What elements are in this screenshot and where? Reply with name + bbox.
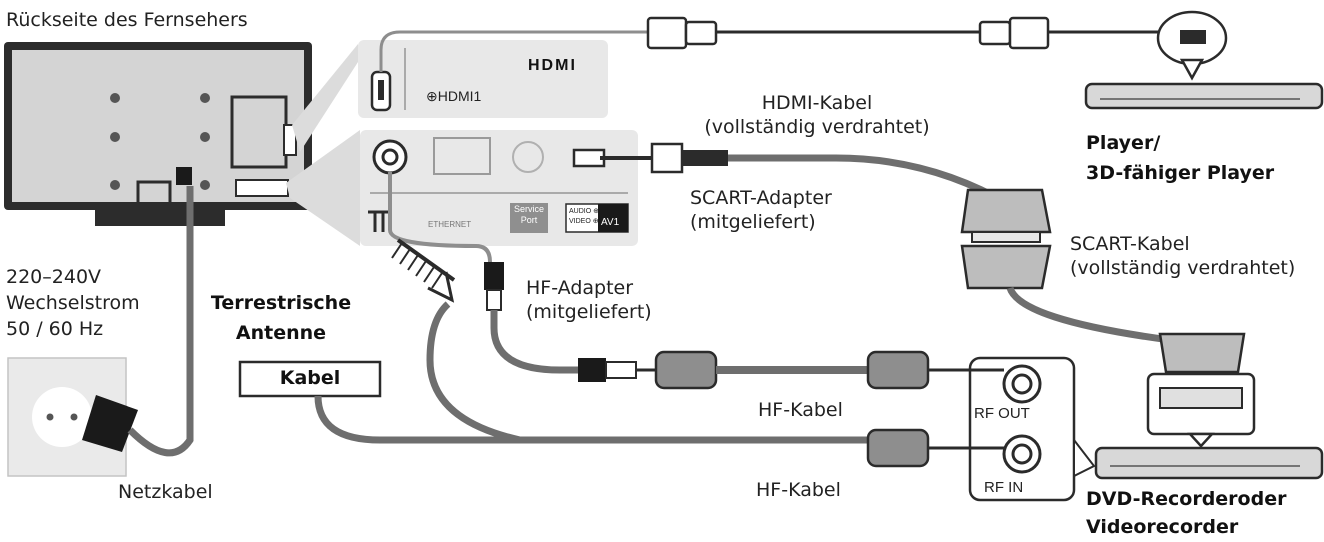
av1-io-label: AUDIO ⊕VIDEO ⊕ xyxy=(569,208,599,225)
tv-back xyxy=(4,42,312,226)
ethernet-label: ETHERNET xyxy=(428,220,472,229)
recorder-device xyxy=(1094,372,1324,480)
rf-in-terminal xyxy=(1002,434,1042,474)
rf-out-terminal xyxy=(1002,364,1042,404)
hdmi1-label: ⊕HDMI1 xyxy=(426,88,482,104)
rf-out-label: RF OUT xyxy=(974,405,1030,422)
av1-label: AV1 xyxy=(601,217,620,228)
service-port xyxy=(512,141,544,173)
player-label: Player/3D-fähiger Player xyxy=(1086,132,1275,184)
hf-cable-top xyxy=(388,172,1004,390)
hf-cable-bottom-label: HF-Kabel xyxy=(756,479,841,501)
hf-cable-bottom xyxy=(238,360,1004,468)
kabel-label: Kabel xyxy=(279,367,341,389)
power-outlet xyxy=(7,186,194,477)
ethernet-port xyxy=(433,137,491,175)
terrestrial-antenna-icon xyxy=(391,238,868,444)
av1-port xyxy=(572,148,606,168)
hdmi-cable xyxy=(379,16,1160,72)
hdmi-logo: HDMI xyxy=(528,57,577,74)
scart-cable-label: SCART-Kabel(vollständig verdrahtet) xyxy=(1070,233,1296,279)
rf-in-label: RF IN xyxy=(984,479,1024,496)
antenna-terminal xyxy=(372,139,408,175)
hf-adapter-label: HF-Adapter(mitgeliefert) xyxy=(526,277,652,323)
tv-back-label: Rückseite des Fernsehers xyxy=(6,9,248,31)
netzkabel-label: Netzkabel xyxy=(118,481,213,503)
hdmi-cable-label: HDMI-Kabel(vollständig verdrahtet) xyxy=(704,92,930,138)
hdmi-terminal-panel xyxy=(358,40,608,118)
rf-terminal-panel xyxy=(968,356,1096,502)
callout-terminals xyxy=(286,130,360,246)
hf-cable-top-label: HF-Kabel xyxy=(758,399,843,421)
terminal-panel xyxy=(360,130,638,246)
player-device xyxy=(1084,10,1324,110)
scart-adapter-label: SCART-Adapter(mitgeliefert) xyxy=(690,187,832,233)
scart-cable xyxy=(600,142,1246,374)
antenna-symbol-icon xyxy=(368,210,390,232)
callout-hdmi xyxy=(292,44,358,152)
